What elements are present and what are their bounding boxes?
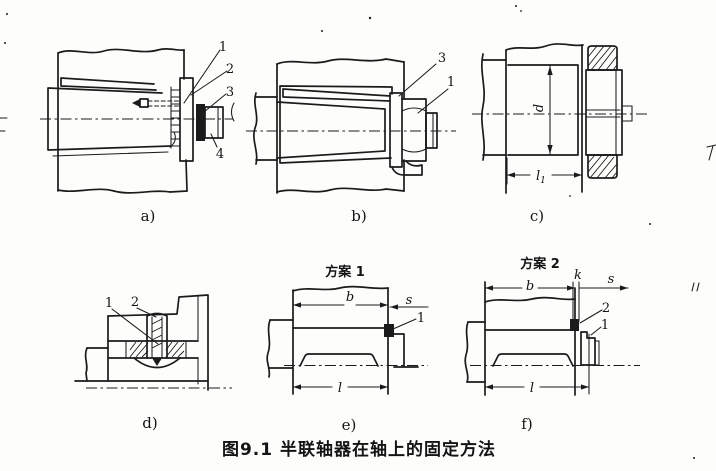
dim-label-s-f: s [608, 272, 615, 287]
stop-washer [389, 92, 403, 168]
panel-b-linework [230, 16, 456, 194]
dim-label-l-f: l [530, 381, 534, 396]
panel-c-linework [472, 5, 648, 194]
collar-f [580, 331, 596, 366]
callout-a-3: 3 [226, 85, 234, 100]
callout-f-1: 1 [601, 318, 609, 333]
set-bolt [139, 98, 149, 108]
scheme-1-label: 方案 1 [325, 264, 365, 280]
panel-f-label: f) [521, 415, 532, 433]
callout-a-4: 4 [216, 147, 224, 162]
leader-lines-d [111, 307, 159, 345]
panel-d-linework [74, 294, 232, 391]
scheme-2-label: 方案 2 [520, 256, 560, 272]
callout-b-3: 3 [438, 51, 446, 66]
panel-e-linework [266, 285, 429, 395]
set-screw [146, 312, 168, 359]
nut-top-section [587, 45, 618, 71]
key-f [492, 353, 574, 367]
dim-label-b-e: b [346, 290, 354, 305]
callout-a-1: 1 [219, 40, 227, 55]
dim-label-l1: l1 [536, 169, 546, 186]
panel-d-label: d) [142, 414, 157, 432]
callout-d-1: 1 [105, 296, 113, 311]
dim-label-d: d [532, 104, 547, 112]
callout-e-1: 1 [417, 311, 425, 326]
bolt-head [204, 106, 224, 139]
dim-label-b-f: b [526, 279, 534, 294]
snap-ring-e [384, 324, 394, 337]
leader-line-e [392, 318, 417, 330]
panel-a-linework [40, 48, 233, 194]
washer-section-black [196, 104, 205, 141]
callout-f-2: 2 [602, 301, 610, 316]
panel-b-label: b) [351, 207, 366, 225]
callout-a-2: 2 [226, 62, 234, 77]
panel-f-linework [464, 281, 640, 396]
figure-caption: 图9.1 半联轴器在轴上的固定方法 [222, 439, 496, 460]
leader-lines-a [183, 49, 228, 148]
callout-d-2: 2 [131, 295, 139, 310]
dim-label-l-e: l [338, 381, 342, 396]
key-e [299, 353, 379, 367]
scan-artifacts [0, 13, 716, 459]
round-nut-body [585, 69, 623, 156]
dim-label-k: k [574, 268, 582, 283]
nut-bottom-section [587, 154, 618, 179]
leader-lines-f [579, 309, 603, 336]
panel-a-label: a) [141, 207, 156, 225]
callout-b-1: 1 [447, 75, 455, 90]
dim-label-s-e: s [406, 293, 413, 308]
leader-lines-b [398, 63, 449, 114]
clamp-ring-f [570, 319, 579, 331]
panel-c-label: c) [530, 207, 544, 225]
panel-e-label: e) [342, 416, 357, 434]
